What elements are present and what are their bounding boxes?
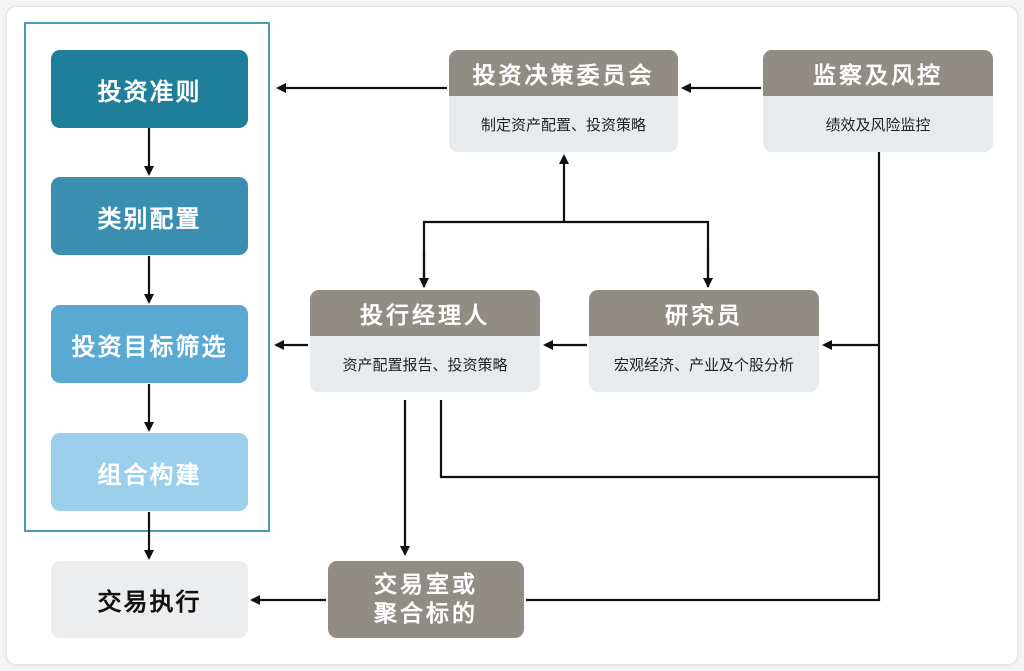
monitoring-desc: 绩效及风险监控 bbox=[825, 115, 931, 134]
monitoring-title: 监察及风控 bbox=[763, 50, 993, 96]
manager-title: 投行经理人 bbox=[310, 290, 540, 336]
monitoring-feedback-line bbox=[526, 152, 881, 602]
manager-feedback-line bbox=[439, 400, 879, 479]
manager-box: 投行经理人 资产配置报告、投资策略 bbox=[310, 290, 540, 392]
investment-committee-box: 投资决策委员会 制定资产配置、投资策略 bbox=[449, 50, 678, 152]
step-portfolio-construction: 组合构建 bbox=[51, 433, 248, 511]
trading-room-line2: 聚合标的 bbox=[374, 600, 478, 627]
step-category-allocation: 类别配置 bbox=[51, 177, 248, 255]
junction-line bbox=[422, 220, 710, 287]
manager-desc: 资产配置报告、投资策略 bbox=[342, 355, 508, 374]
trade-execution-box: 交易执行 bbox=[51, 561, 248, 638]
trading-room-line1: 交易室或 bbox=[374, 571, 478, 598]
investment-process-frame bbox=[24, 22, 270, 532]
monitoring-box: 监察及风控 绩效及风险监控 bbox=[763, 50, 993, 152]
committee-title: 投资决策委员会 bbox=[449, 50, 678, 96]
committee-desc: 制定资产配置、投资策略 bbox=[480, 115, 646, 134]
step-target-screening: 投资目标筛选 bbox=[51, 305, 248, 383]
trading-room-box: 交易室或 聚合标的 bbox=[328, 561, 524, 638]
step-investment-criteria: 投资准则 bbox=[51, 50, 248, 128]
researcher-box: 研究员 宏观经济、产业及个股分析 bbox=[589, 290, 819, 392]
researcher-title: 研究员 bbox=[589, 290, 819, 336]
researcher-desc: 宏观经济、产业及个股分析 bbox=[613, 355, 794, 374]
